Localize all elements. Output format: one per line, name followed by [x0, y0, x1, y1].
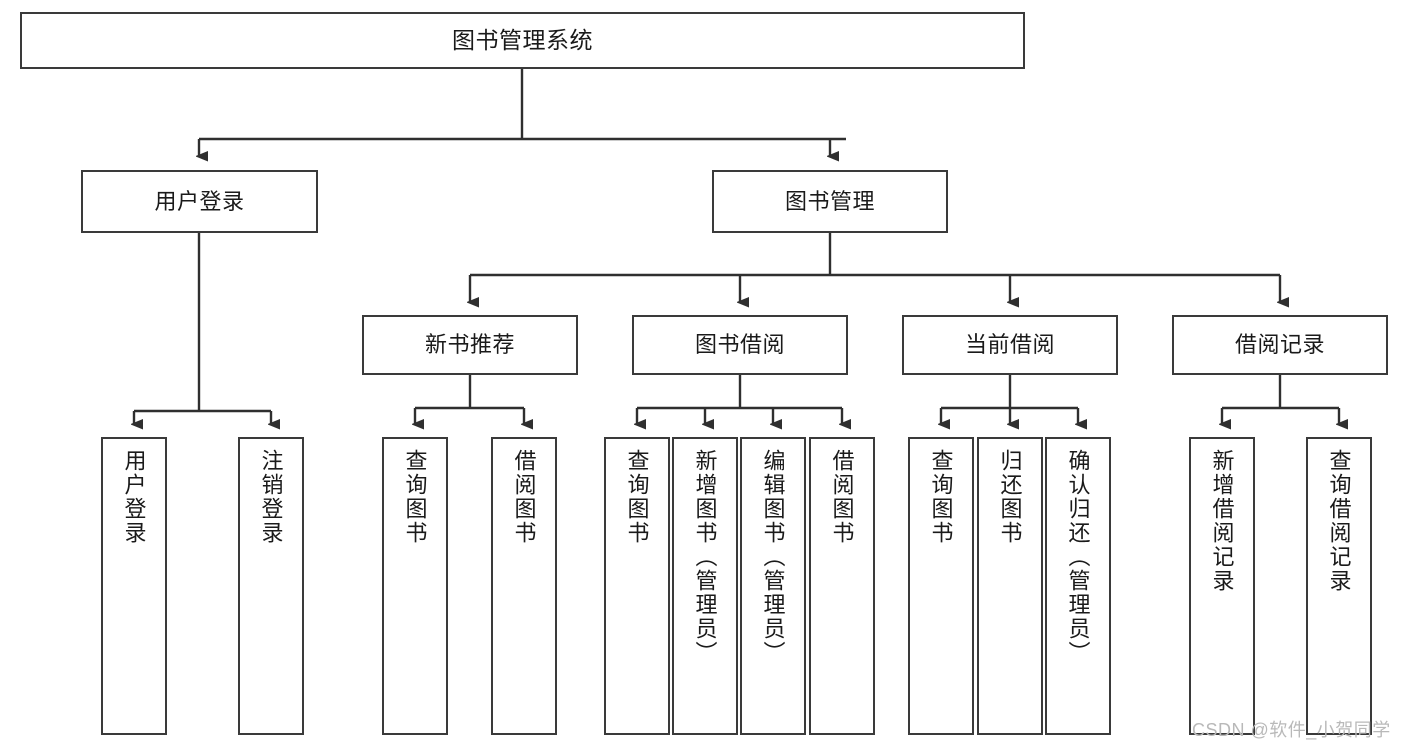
leaf-query-borrow-record[interactable]: 查询借阅记录: [1306, 437, 1372, 735]
node-label: 借阅记录: [1234, 332, 1325, 358]
node-label: 当前借阅: [964, 332, 1055, 358]
node-book-borrow[interactable]: 图书借阅: [632, 315, 848, 375]
leaf-borrow-book[interactable]: 借阅图书: [809, 437, 875, 735]
node-label: 新增图书（管理员）: [692, 449, 718, 665]
leaf-query-book-current[interactable]: 查询图书: [908, 437, 974, 735]
leaf-add-borrow-record[interactable]: 新增借阅记录: [1189, 437, 1255, 735]
node-label: 借阅图书: [829, 449, 855, 545]
node-label: 注销登录: [258, 449, 284, 545]
node-label: 归还图书: [997, 449, 1023, 545]
node-label: 新书推荐: [424, 332, 515, 358]
node-root-system[interactable]: 图书管理系统: [20, 12, 1025, 69]
leaf-return-book[interactable]: 归还图书: [977, 437, 1043, 735]
node-new-book-recommend[interactable]: 新书推荐: [362, 315, 578, 375]
node-label: 用户登录: [121, 449, 147, 545]
leaf-user-login[interactable]: 用户登录: [101, 437, 167, 735]
node-label: 图书管理: [784, 188, 875, 214]
node-label: 查询借阅记录: [1326, 449, 1352, 593]
leaf-edit-book-admin[interactable]: 编辑图书（管理员）: [740, 437, 806, 735]
leaf-add-book-admin[interactable]: 新增图书（管理员）: [672, 437, 738, 735]
node-user-login[interactable]: 用户登录: [81, 170, 318, 233]
leaf-query-book-borrow[interactable]: 查询图书: [604, 437, 670, 735]
node-label: 查询图书: [402, 449, 428, 545]
node-label: 图书管理系统: [452, 26, 593, 53]
node-borrow-record[interactable]: 借阅记录: [1172, 315, 1388, 375]
node-book-management[interactable]: 图书管理: [712, 170, 948, 233]
node-label: 编辑图书（管理员）: [760, 449, 786, 665]
node-label: 借阅图书: [511, 449, 537, 545]
leaf-logout-login[interactable]: 注销登录: [238, 437, 304, 735]
leaf-borrow-book-recommend[interactable]: 借阅图书: [491, 437, 557, 735]
node-label: 确认归还（管理员）: [1065, 449, 1091, 665]
node-label: 新增借阅记录: [1209, 449, 1235, 593]
node-current-borrow[interactable]: 当前借阅: [902, 315, 1118, 375]
csdn-watermark: CSDN @软件_小贺同学: [1192, 720, 1391, 740]
leaf-confirm-return-admin[interactable]: 确认归还（管理员）: [1045, 437, 1111, 735]
node-label: 用户登录: [154, 188, 245, 214]
node-label: 图书借阅: [694, 332, 785, 358]
leaf-query-book-recommend[interactable]: 查询图书: [382, 437, 448, 735]
node-label: 查询图书: [624, 449, 650, 545]
node-label: 查询图书: [928, 449, 954, 545]
